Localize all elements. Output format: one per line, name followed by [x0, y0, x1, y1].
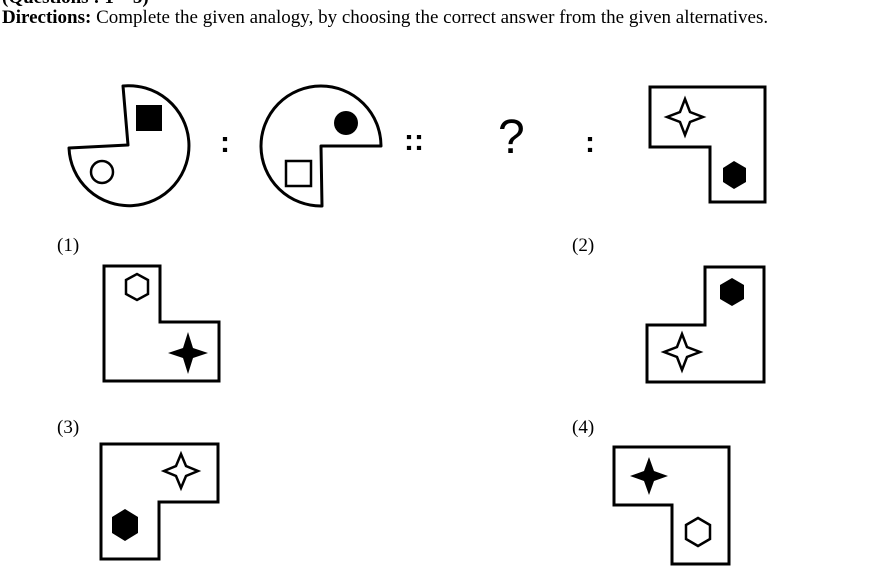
directions-label: Directions: [2, 7, 92, 28]
option-1-label[interactable]: (1) [57, 235, 80, 256]
black-hexagon-icon [112, 509, 138, 541]
black-hexagon-icon [720, 278, 744, 306]
question-figure-1 [67, 84, 191, 208]
option-1-figure[interactable] [102, 264, 224, 386]
directions-text: Directions: Complete the given analogy, … [2, 6, 782, 30]
hollow-circle-icon [89, 159, 115, 185]
option-3-label[interactable]: (3) [57, 417, 80, 438]
black-square-icon [136, 105, 162, 131]
black-hexagon-icon [723, 161, 746, 189]
option-4-figure[interactable] [612, 445, 734, 569]
black-circle-icon [334, 111, 358, 135]
option-2-figure[interactable] [645, 265, 769, 387]
black-star-icon [168, 332, 208, 374]
option-2-label[interactable]: (2) [572, 235, 595, 256]
option-4-label[interactable]: (4) [572, 417, 595, 438]
section-heading: (Questions : 1 – 5) [2, 0, 149, 8]
hollow-hexagon-icon [124, 272, 150, 302]
hollow-star-icon [660, 330, 704, 374]
option-3-figure[interactable] [99, 442, 223, 564]
unknown-figure: ? [498, 111, 525, 164]
hollow-square-icon [284, 159, 313, 188]
hollow-star-icon [663, 95, 707, 139]
ratio-symbol-right: : [585, 126, 595, 159]
black-star-icon [630, 457, 668, 495]
question-figure-4 [648, 85, 767, 204]
hollow-star-icon [160, 450, 202, 492]
hollow-hexagon-icon [684, 516, 712, 548]
proportion-symbol: :: [404, 124, 424, 157]
directions-body: Complete the given analogy, by choosing … [91, 7, 769, 28]
ratio-symbol-left: : [220, 126, 230, 159]
question-figure-2 [259, 84, 383, 208]
